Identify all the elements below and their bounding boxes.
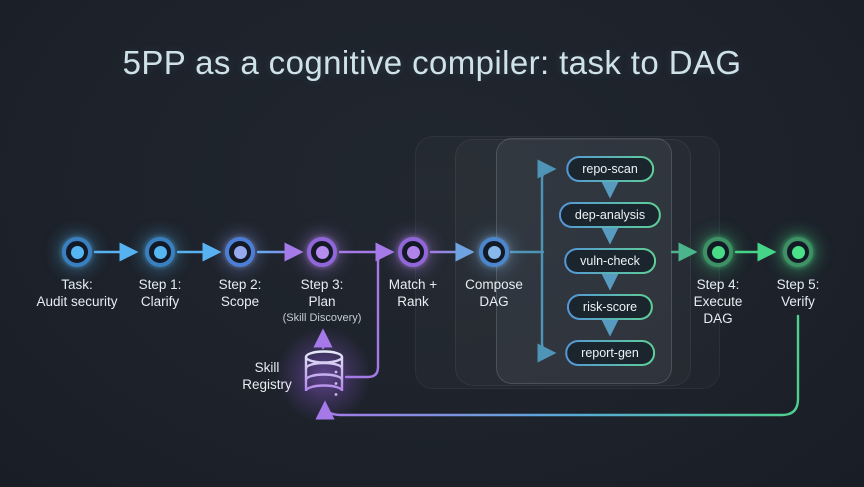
- step3-sub-label: (Skill Discovery): [282, 312, 362, 324]
- node-circle-step4: [703, 237, 733, 267]
- node-circle-task: [62, 237, 92, 267]
- node-circle-step1: [145, 237, 175, 267]
- dag-task-dep-analysis: dep-analysis: [559, 202, 661, 228]
- dag-panel-middle-layer: [455, 139, 691, 386]
- slide-title: 5PP as a cognitive compiler: task to DAG: [122, 44, 742, 81]
- feedback-step5-to-registry: [315, 314, 800, 420]
- node-circle-match-rank: [398, 237, 428, 267]
- registry-to-match-elbow: [344, 250, 390, 379]
- skill-registry-database-icon: [304, 350, 344, 396]
- node-label-step5: Step 5:Verify: [776, 277, 820, 309]
- node-circle-compose-dag: [479, 237, 509, 267]
- node-circle-step3: [307, 237, 337, 267]
- node-circle-step5: [783, 237, 813, 267]
- dag-task-risk-score: risk-score: [567, 294, 653, 320]
- dag-task-report-gen: report-gen: [565, 340, 655, 366]
- dag-task-repo-scan: repo-scan: [566, 156, 654, 182]
- node-label-match-rank: Match +Rank: [388, 277, 438, 309]
- branch-to-repo-scan: [537, 159, 557, 254]
- node-label-step1: Step 1:Clarify: [138, 277, 182, 309]
- node-label-step2: Step 2:Scope: [218, 277, 262, 309]
- dag-task-vuln-check: vuln-check: [564, 248, 656, 274]
- branch-to-report-gen: [537, 250, 557, 363]
- node-circle-step2: [225, 237, 255, 267]
- node-label-task: Task:Audit security: [36, 277, 118, 309]
- node-label-step3: Step 3:Plan (Skill Discovery): [257, 276, 387, 325]
